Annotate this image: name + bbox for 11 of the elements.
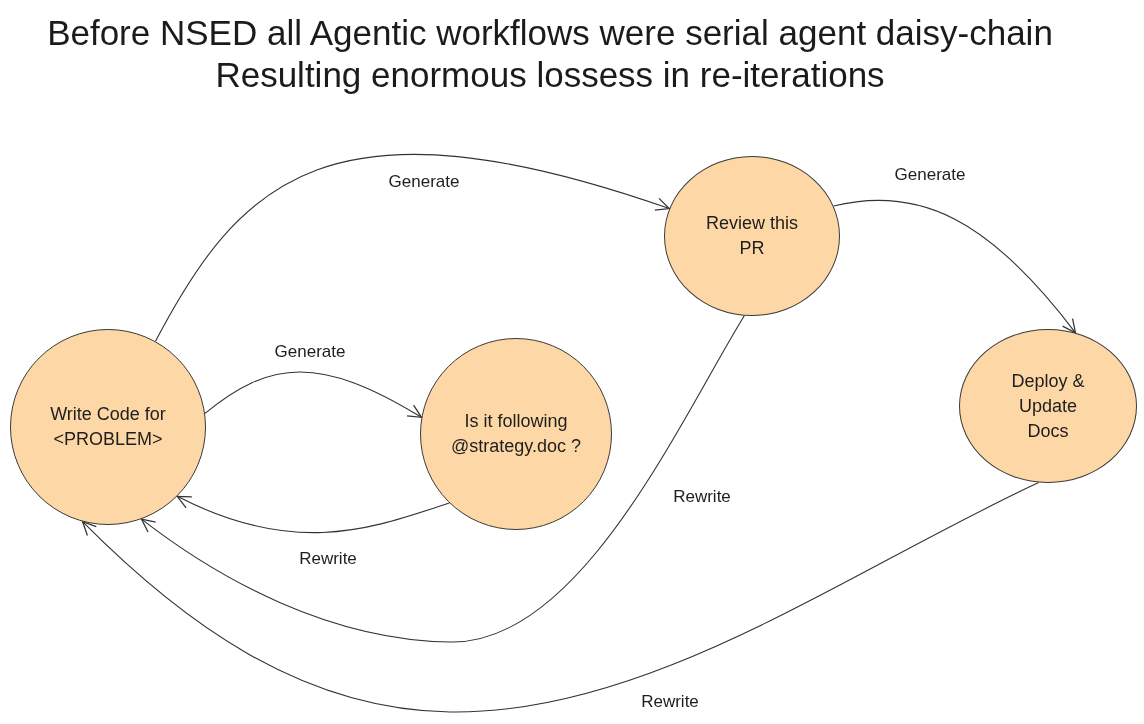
arrow: [154, 153, 670, 342]
arrow: [140, 315, 745, 643]
arrow: [833, 199, 1077, 334]
step-label: Is it following @strategy.doc ?: [450, 410, 582, 458]
step-label: Review this PR: [705, 212, 799, 260]
diagram-title: Before NSED all Agentic workflows were serial agent daisy-chain Resulting enormous lossess in re-iterations: [46, 12, 1054, 96]
step-label: Write Code for <PROBLEM>: [49, 403, 167, 451]
arrow: [176, 495, 450, 534]
arrow: [204, 371, 423, 418]
step-label: Deploy & Update Docs: [1010, 369, 1086, 443]
arrow: [82, 482, 1040, 713]
